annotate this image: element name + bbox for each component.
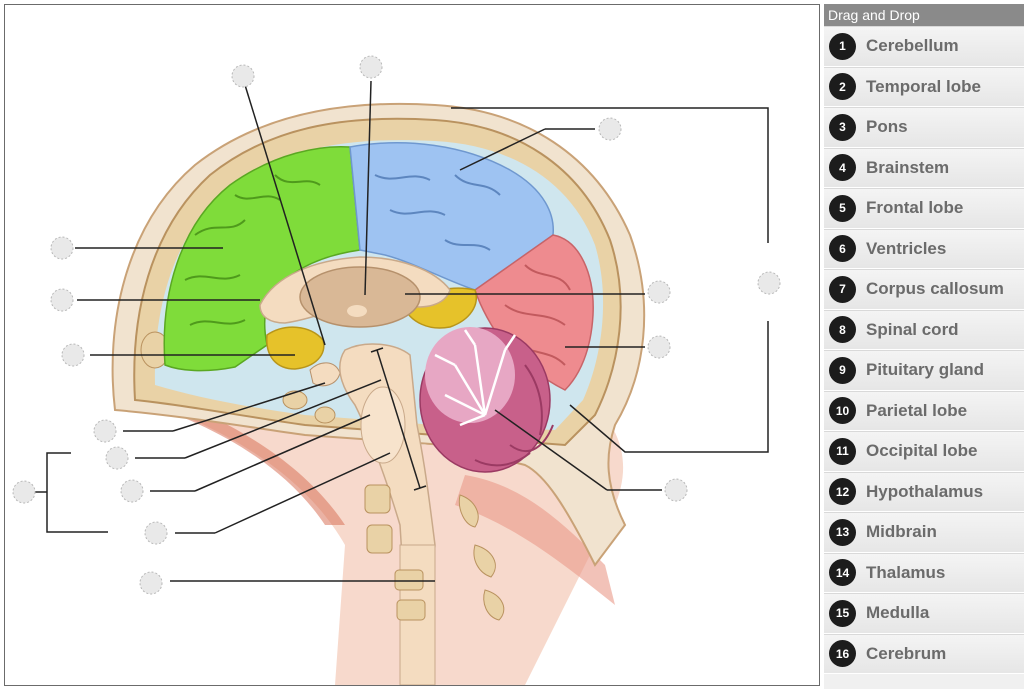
leader-lines [75,80,662,582]
range-tick-top [370,347,384,353]
number-badge: 2 [829,73,856,101]
panel-header: Drag and Drop [824,4,1024,26]
drop-target-circle[interactable] [50,236,74,260]
number-badge: 13 [829,518,856,546]
parietal-gyri [374,174,501,251]
number-badge: 8 [829,316,856,344]
drop-target-circle[interactable] [93,419,117,443]
thalamus-shape [299,266,421,328]
term-label: Pons [866,117,908,137]
number-badge: 1 [829,32,856,60]
draggable-term-corpus-callosum[interactable]: 7 Corpus callosum [824,269,1024,310]
brainstem-range-line [376,349,421,489]
vertebra-spine [458,494,479,528]
drop-target-circle[interactable] [144,521,168,545]
draggable-term-occipital-lobe[interactable]: 11 Occipital lobe [824,431,1024,472]
number-badge: 4 [829,154,856,182]
term-label: Brainstem [866,157,950,177]
draggable-term-thalamus[interactable]: 14 Thalamus [824,552,1024,593]
draggable-term-pituitary-gland[interactable]: 9 Pituitary gland [824,350,1024,391]
number-badge: 10 [829,397,856,425]
drop-target-circle[interactable] [598,117,622,141]
cerebellum-folia [474,364,554,467]
term-label: Midbrain [866,522,937,542]
draggable-term-parietal-lobe[interactable]: 10 Parietal lobe [824,390,1024,431]
term-label: Hypothalamus [866,481,984,501]
cerebellum-arbor-bg [425,327,515,423]
draggable-term-spinal-cord[interactable]: 8 Spinal cord [824,309,1024,350]
vertebra [396,599,426,621]
term-label: Medulla [866,603,930,623]
drop-target-circle[interactable] [139,571,163,595]
brain-diagram [12,55,781,685]
clivus-bone [314,406,336,424]
vertebra [394,569,424,591]
thalamus-highlight [347,305,367,317]
drop-target-circle[interactable] [359,55,383,79]
pons-shape [360,386,406,464]
number-badge: 11 [829,437,856,465]
drop-target-circle[interactable] [664,478,688,502]
draggable-term-temporal-lobe[interactable]: 2 Temporal lobe [824,66,1024,107]
drop-target-circle[interactable] [647,335,671,359]
vertebra-spine [483,589,505,621]
drag-drop-panel: Drag and Drop 1 Cerebellum 2 Temporal lobe… [824,4,1024,689]
number-badge: 9 [829,356,856,384]
arbor-vitae [434,329,517,427]
drop-target-circle[interactable] [50,288,74,312]
draggable-term-midbrain[interactable]: 13 Midbrain [824,512,1024,553]
term-label: Ventricles [866,238,947,258]
term-label: Occipital lobe [866,441,978,461]
number-badge: 3 [829,113,856,141]
drop-target-circle[interactable] [61,343,85,367]
number-badge: 12 [829,478,856,506]
draggable-term-medulla[interactable]: 15 Medulla [824,593,1024,634]
draggable-term-ventricles[interactable]: 6 Ventricles [824,228,1024,269]
brainstem-bracket-left [46,452,108,533]
draggable-term-cerebrum[interactable]: 16 Cerebrum [824,633,1024,674]
number-badge: 15 [829,599,856,627]
term-label: Thalamus [866,562,946,582]
draggable-term-pons[interactable]: 3 Pons [824,107,1024,148]
drop-target-circle[interactable] [120,479,144,503]
number-badge: 16 [829,640,856,668]
draggable-term-brainstem[interactable]: 4 Brainstem [824,147,1024,188]
vertebra [364,484,391,514]
drop-targets [12,55,781,595]
draggable-term-frontal-lobe[interactable]: 5 Frontal lobe [824,188,1024,229]
term-label: Temporal lobe [866,76,981,96]
cerebrum-bracket-bottom [569,321,769,453]
vertebra-spine [473,544,496,578]
sphenoid-bone [282,390,308,410]
frontal-gyri [184,174,321,326]
drop-target-circle[interactable] [647,280,671,304]
diagram-canvas [4,4,820,686]
term-label: Corpus callosum [866,279,1004,299]
draggable-term-cerebellum[interactable]: 1 Cerebellum [824,26,1024,67]
drop-target-circle[interactable] [12,480,36,504]
number-badge: 7 [829,275,856,303]
term-label: Spinal cord [866,319,959,339]
number-badge: 5 [829,194,856,222]
term-label: Cerebellum [866,36,959,56]
term-label: Cerebrum [866,643,947,663]
drop-target-circle[interactable] [231,64,255,88]
range-tick-bottom [413,485,427,491]
term-label: Pituitary gland [866,360,985,380]
temporal-lobe [266,326,325,370]
vertebra [366,524,393,554]
number-badge: 14 [829,559,856,587]
drop-target-circle[interactable] [757,271,781,295]
term-label: Frontal lobe [866,198,964,218]
draggable-term-hypothalamus[interactable]: 12 Hypothalamus [824,471,1024,512]
back-neck-muscle [455,475,615,605]
drop-target-circle[interactable] [105,446,129,470]
cerebrum-bracket-top [451,107,769,243]
term-label: Parietal lobe [866,400,968,420]
number-badge: 6 [829,235,856,263]
term-list: 1 Cerebellum 2 Temporal lobe 3 Pons 4 Brains… [824,26,1024,674]
